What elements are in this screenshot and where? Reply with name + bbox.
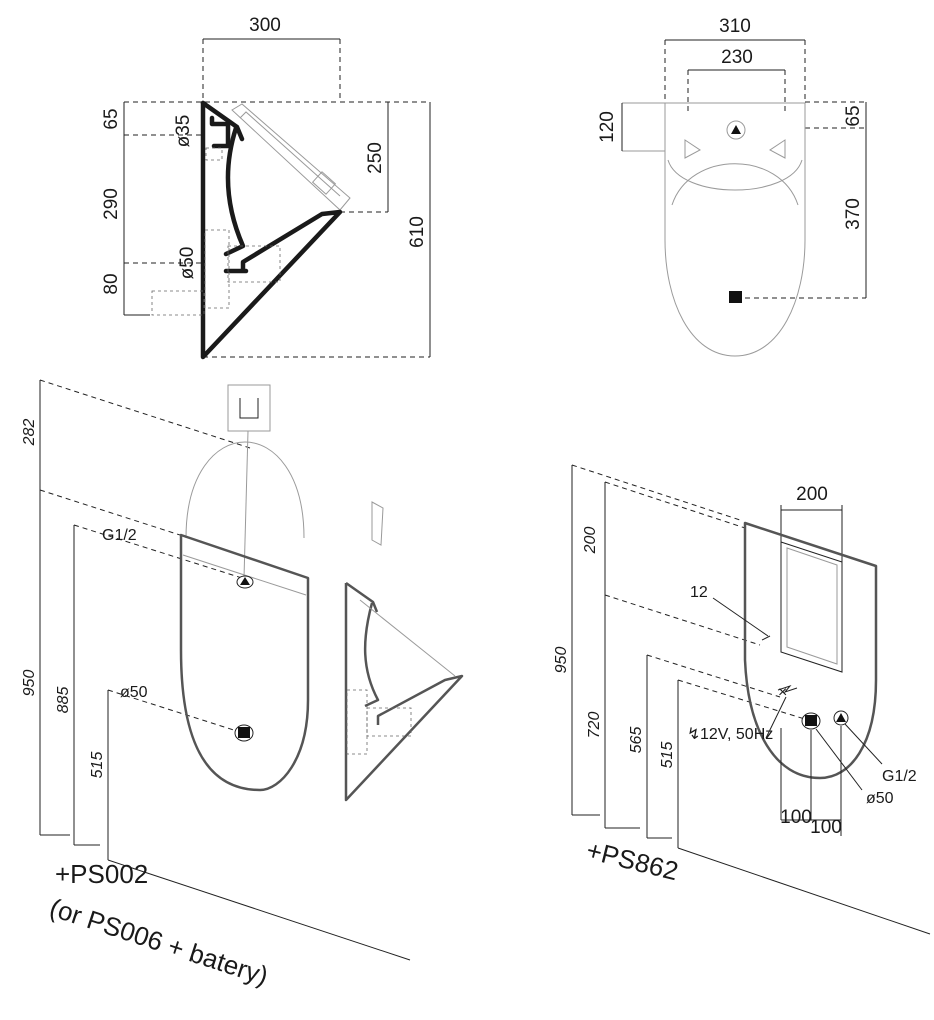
iso-left-inlet-icon — [240, 577, 250, 585]
iso-right-power-label: 12V, 50Hz — [700, 726, 773, 743]
side-view: 300 65 290 80 ø35 ø50 250 610 — [101, 15, 431, 360]
iso-right-inlet-label: G1/2 — [882, 768, 917, 785]
dim-290: 290 — [101, 188, 122, 220]
dim-370: 370 — [843, 198, 864, 230]
iso-left-dim-950: 950 — [21, 670, 38, 697]
iso-right-spacing-1: 100 — [780, 807, 812, 828]
iso-right-inlet-icon — [836, 713, 846, 722]
iso-right-dim-panel-200: 200 — [796, 484, 828, 505]
dim-80: 80 — [101, 273, 122, 294]
dim-250: 250 — [365, 142, 386, 174]
dim-65-front: 65 — [843, 105, 864, 126]
front-view: 310 230 120 65 370 — [597, 16, 867, 357]
dim-120: 120 — [597, 111, 618, 143]
label-pipe-d50: ø50 — [177, 247, 198, 280]
iso-right-dim-515: 515 — [659, 742, 676, 769]
dim-65: 65 — [101, 108, 122, 129]
dim-230: 230 — [721, 47, 753, 68]
dim-610: 610 — [407, 216, 428, 248]
iso-left-dim-515: 515 — [89, 752, 106, 779]
iso-right-drain-icon — [805, 715, 817, 726]
model-note: (or PS006 + batery) — [46, 892, 272, 991]
model-ps002: +PS002 — [55, 859, 148, 889]
iso-left-dim-282: 282 — [21, 419, 38, 447]
iso-right-dim-720: 720 — [586, 712, 603, 739]
iso-left-inlet-label: G1/2 — [102, 527, 137, 544]
iso-right-drain-label: ø50 — [866, 790, 894, 807]
iso-right-dim-565: 565 — [628, 727, 645, 754]
iso-left-dim-885: 885 — [55, 687, 72, 714]
dim-310: 310 — [719, 16, 751, 37]
iso-right-dim-200: 200 — [582, 527, 599, 555]
label-pipe-d35: ø35 — [173, 115, 194, 148]
iso-right-depth-12: 12 — [690, 584, 708, 601]
drain-square-icon — [729, 291, 742, 303]
iso-right-spacing-2: 100 — [810, 817, 842, 838]
dim-width-300: 300 — [249, 15, 281, 36]
iso-right-view: 200 950 720 565 515 200 12 × ↯ 12V, 50Hz… — [553, 464, 931, 935]
iso-left-drain-label: ø50 — [120, 684, 148, 701]
inlet-triangle-icon — [731, 125, 741, 134]
iso-left-drain-icon — [238, 727, 250, 738]
iso-right-dim-950: 950 — [553, 647, 570, 674]
svg-text:↯: ↯ — [687, 726, 700, 743]
iso-left-view: 282 950 885 515 G1/2 ø50 — [21, 379, 464, 961]
model-ps862: +PS862 — [584, 835, 682, 887]
svg-text:×: × — [778, 684, 787, 701]
